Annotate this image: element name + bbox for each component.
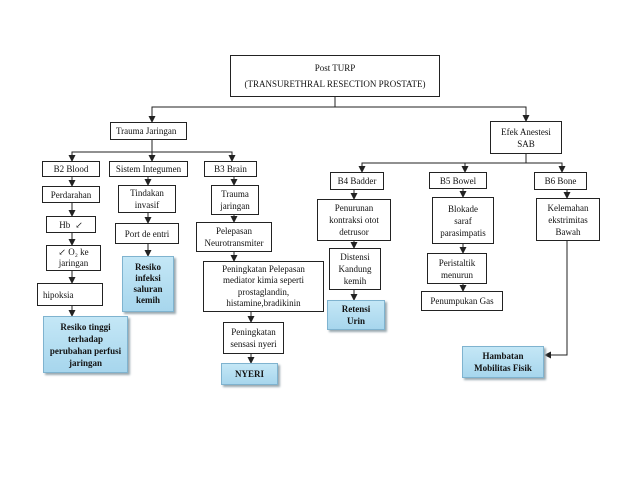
root-title: Post TURP (314, 63, 356, 73)
node-tindakan-invasif: Tindakan invasif (118, 185, 176, 213)
root-subtitle: (TRANSURETHRAL RESECTION PROSTATE) (244, 79, 426, 89)
connector-anestesi-split (358, 154, 527, 173)
connector-root-trauma (148, 97, 336, 123)
connector-anestesi-b6 (526, 162, 566, 173)
connector-trauma-split (68, 140, 153, 162)
root-node-post-turp: Post TURP (TRANSURETHRAL RESECTION PROST… (230, 55, 440, 97)
node-peristaltik-menurun: Peristaltik menurun (427, 253, 487, 284)
node-o2-jaringan: ↙ O₂ ke jaringan (46, 245, 101, 271)
decrease-arrow-icon: ↙ (75, 219, 83, 230)
node-b5-bowel: B5 Bowel (429, 172, 487, 189)
result-nyeri: NYERI (221, 363, 278, 385)
node-port-de-entri: Port de entri (115, 223, 179, 244)
node-efek-anestesi: Efek Anestesi SAB (490, 121, 562, 154)
node-b4-badder: B4 Badder (330, 172, 384, 190)
node-kelemahan-ekstrimitas: Kelemahan ekstrimitas Bawah (536, 198, 600, 241)
node-blokade-saraf: Blokade saraf parasimpatis (432, 197, 494, 244)
node-penurunan-kontraksi: Penurunan kontraksi otot detrusor (317, 199, 391, 241)
decrease-arrow-icon: ↙ (58, 247, 66, 257)
node-b6-bone: B6 Bone (534, 172, 587, 190)
node-penumpukan-gas: Penumpukan Gas (421, 291, 503, 311)
node-hipoksia: hipoksia (37, 283, 103, 306)
result-resiko-infeksi: Resiko infeksi saluran kemih (122, 256, 174, 312)
result-hambatan-mobilitas: Hambatan Mobilitas Fisik (462, 346, 544, 378)
node-peningkatan-pelepasan: Peningkatan Pelepasan mediator kimia sep… (203, 261, 324, 312)
node-peningkatan-sensasi-nyeri: Peningkatan sensasi nyeri (223, 322, 284, 354)
node-b3-brain: B3 Brain (204, 161, 257, 177)
node-pelepasan-neurotransmiter: Pelepasan Neurotransmiter (196, 222, 272, 252)
connector-root-anestesi (335, 106, 530, 122)
result-retensi-urin: Retensi Urin (327, 300, 385, 330)
node-perdarahan: Perdarahan (42, 186, 100, 203)
node-trauma-jaringan: Trauma Jaringan (110, 122, 187, 140)
connector-trauma-b3 (152, 151, 236, 162)
result-resiko-perfusi: Resiko tinggi terhadap perubahan perfusi… (43, 316, 128, 373)
node-b2-blood: B2 Blood (42, 161, 100, 177)
node-sistem-integumen: Sistem Integumen (109, 161, 188, 177)
node-trauma-jaringan-b3: Trauma jaringan (211, 185, 259, 215)
node-distensi-kandung-kemih: Distensi Kandung kemih (329, 248, 381, 290)
node-hb-turun: Hb ↙ (46, 216, 96, 233)
